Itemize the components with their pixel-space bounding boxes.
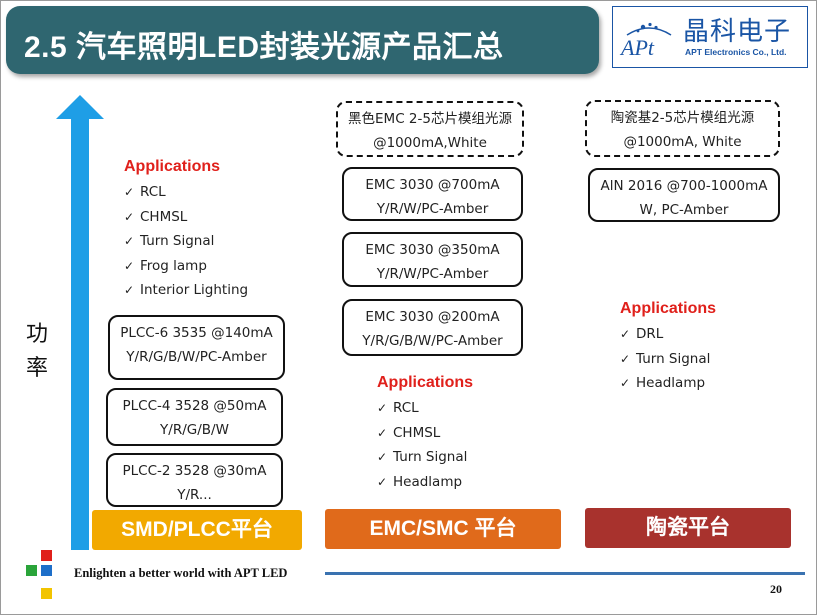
check-icon: ✓	[620, 351, 631, 366]
list-item: ✓Headlamp	[377, 470, 473, 495]
list-item: ✓RCL	[377, 396, 473, 421]
ceramic-applications: Applications ✓DRL ✓Turn Signal ✓Headlamp	[620, 300, 716, 396]
platform-label-emc: EMC/SMC 平台	[325, 509, 561, 549]
footer-green-square	[26, 565, 37, 576]
smd-applications: Applications ✓RCL ✓CHMSL ✓Turn Signal ✓F…	[124, 158, 248, 303]
product-box-black-emc-module: 黑色EMC 2-5芯片模组光源@1000mA,White	[336, 101, 524, 157]
list-item: ✓CHMSL	[377, 421, 473, 446]
list-item: ✓Turn Signal	[124, 229, 248, 254]
check-icon: ✓	[377, 474, 388, 489]
list-item: ✓Turn Signal	[377, 445, 473, 470]
list-item: ✓CHMSL	[124, 205, 248, 230]
smd-applications-title: Applications	[124, 158, 221, 175]
platform-label-ceramic: 陶瓷平台	[585, 508, 791, 548]
ceramic-applications-title: Applications	[620, 300, 717, 317]
platform-label-smd: SMD/PLCC平台	[92, 510, 302, 550]
footer-blue-square	[41, 565, 52, 576]
check-icon: ✓	[620, 327, 631, 341]
footer-slogan: Enlighten a better world with APT LED	[74, 566, 288, 580]
check-icon: ✓	[124, 209, 135, 224]
apt-logo-icon: APt	[619, 22, 672, 59]
footer-divider	[325, 572, 805, 575]
check-icon: ✓	[377, 450, 388, 464]
page-title: 2.5 汽车照明LED封装光源产品汇总	[24, 31, 504, 64]
svg-text:APt: APt	[619, 35, 655, 59]
product-box-ceramic-module: 陶瓷基2-5芯片模组光源@1000mA, White	[585, 100, 780, 157]
emc-applications: Applications ✓RCL ✓CHMSL ✓Turn Signal ✓H…	[377, 374, 473, 494]
check-icon: ✓	[124, 258, 135, 273]
list-item: ✓Turn Signal	[620, 347, 716, 372]
list-item: ✓Interior Lighting	[124, 278, 248, 303]
list-item: ✓Frog lamp	[124, 254, 248, 279]
check-icon: ✓	[124, 185, 135, 199]
list-item: ✓Headlamp	[620, 371, 716, 396]
emc-applications-title: Applications	[377, 374, 474, 391]
check-icon: ✓	[124, 234, 135, 248]
check-icon: ✓	[377, 425, 388, 440]
power-axis-label: 功 率	[25, 322, 48, 381]
list-item: ✓DRL	[620, 322, 716, 347]
title-bar: 2.5 汽车照明LED封装光源产品汇总	[6, 6, 599, 74]
check-icon: ✓	[377, 401, 388, 415]
up-arrow-icon	[56, 95, 104, 550]
footer-red-square	[41, 550, 52, 561]
logo-chinese-name: 晶科电子	[683, 17, 792, 47]
list-item: ✓RCL	[124, 180, 248, 205]
check-icon: ✓	[620, 376, 631, 390]
check-icon: ✓	[124, 283, 135, 297]
logo-english-name: APT Electronics Co., Ltd.	[685, 47, 787, 57]
page-number: 20	[770, 582, 782, 596]
footer-yellow-square	[41, 588, 52, 599]
company-logo: APt 晶科电子 APT Electronics Co., Ltd.	[612, 6, 808, 68]
